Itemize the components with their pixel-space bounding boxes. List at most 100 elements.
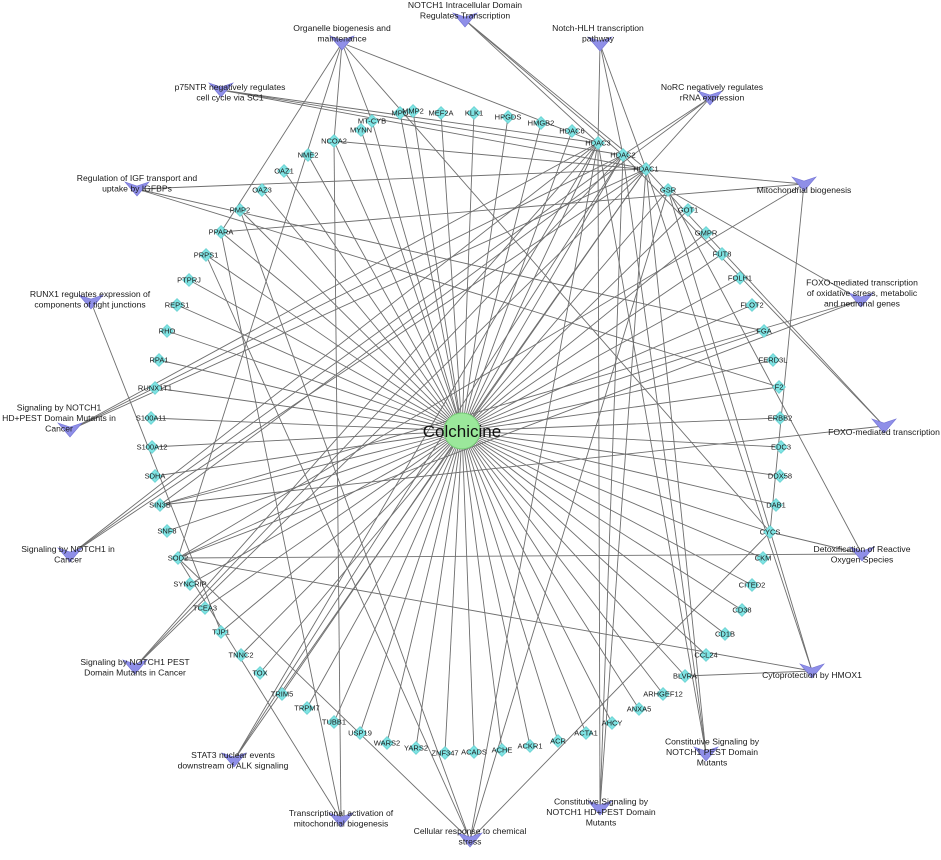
pathway-label: FOXO-mediated transcription (828, 427, 940, 437)
edge-center-cycs (461, 430, 771, 533)
gene-node-hdac3: HDAC3 (585, 136, 611, 150)
pathway-icon (587, 800, 613, 816)
gene-diamond (745, 578, 759, 592)
gene-label: RPA1 (149, 356, 168, 365)
gene-diamond (327, 715, 341, 729)
gene-label: HDAC6 (559, 127, 584, 136)
gene-node-sin3b: SIN3B (149, 498, 171, 512)
gene-diamond (661, 183, 675, 197)
gene-label: TUBB1 (322, 718, 346, 727)
gene-label: TOX (252, 669, 267, 678)
edge-hmox1-blvra (684, 670, 813, 677)
gene-label: PTPRJ (177, 276, 201, 285)
edge-organelle-mt-cyb (341, 42, 373, 122)
edge-center-f2 (461, 386, 780, 432)
edge-notch-hlh-hdac1 (599, 43, 647, 170)
gene-diamond (353, 726, 367, 740)
gene-node-ccl24: CCL24 (694, 648, 718, 662)
edge-center-tjp1 (220, 430, 463, 633)
gene-diamond (275, 687, 289, 701)
gene-node-ppara: PPARA (209, 225, 233, 239)
gene-diamond (354, 123, 368, 137)
edge-center-ddx58 (461, 430, 781, 477)
gene-node-yars2: YARS2 (404, 741, 428, 755)
gene-label: CITED2 (739, 581, 766, 590)
gene-node-runx1t1: RUNX1T1 (138, 381, 172, 395)
gene-diamond (756, 551, 770, 565)
edge-center-ncoa2 (333, 140, 463, 432)
edge-center-mef2a (440, 112, 463, 432)
edge-p75ntr-hdac2 (220, 89, 624, 156)
edge-center-blvra (461, 430, 686, 677)
edge-center-yars2 (415, 430, 463, 749)
gene-node-tcea3: TCEA3 (193, 601, 217, 615)
gene-label: MMP2 (402, 107, 424, 116)
gene-diamond (495, 743, 509, 757)
gene-label: TCEA3 (193, 604, 217, 613)
pathway-icon (452, 12, 478, 28)
gene-label: HDAC1 (633, 165, 658, 174)
pathway-node-mito-bio: Mitochondrial biogenesis (757, 176, 851, 195)
gene-diamond (171, 551, 185, 565)
gene-label: HPGDS (495, 113, 522, 122)
edge-center-flot2 (461, 304, 753, 432)
edge-center-tubb1 (333, 430, 463, 723)
edge-center-ackr1 (461, 430, 531, 747)
gene-label: RUNX1T1 (138, 384, 172, 393)
edge-organelle-sod2 (177, 42, 343, 559)
edge-trans-mito-ppara (220, 231, 342, 821)
pathway-icon (208, 82, 234, 98)
edge-center-prps1 (205, 254, 463, 432)
edge-notch1-pest-cancer-hdac2 (134, 154, 624, 668)
edge-notch1-hdpest-cancer-hdac1 (69, 168, 647, 431)
edge-center-runx1t1 (154, 387, 463, 432)
edge-const-pest-hdac2 (622, 154, 707, 755)
edge-center-acta1 (461, 430, 587, 734)
gene-diamond (699, 648, 713, 662)
edge-norc-hdac2 (622, 97, 711, 156)
pathway-node-trans-mito: Transcriptional activation ofmitochondri… (289, 808, 394, 829)
gene-node-hmgb2: HMGB2 (528, 116, 554, 130)
pathway-icon (221, 752, 247, 768)
edge-const-pest-hdac1 (645, 168, 707, 755)
gene-node-ddx58: DDX58 (768, 469, 792, 483)
gene-label: EDC3 (771, 443, 791, 452)
gene-label: FUT8 (713, 250, 732, 259)
gene-node-got1: GOT1 (678, 203, 698, 217)
gene-diamond (393, 106, 407, 120)
pathway-label: HD+PEST Domain Mutants in (2, 413, 116, 423)
pathway-label: Notch-HLH transcription (552, 23, 644, 33)
edge-hmox1-hdac1 (645, 168, 813, 672)
gene-node-rpa1: RPA1 (149, 353, 169, 367)
gene-diamond (591, 136, 605, 150)
gene-diamond (681, 203, 695, 217)
gene-diamond (735, 603, 749, 617)
edge-organelle-cycs (341, 42, 771, 533)
gene-diamond (327, 134, 341, 148)
gene-diamond (148, 469, 162, 483)
pathway-label: RUNX1 regulates expression of (30, 289, 151, 299)
pathway-label: of oxidative stress, metabolic (807, 288, 918, 298)
gene-label: ACR (550, 737, 566, 746)
edge-center-snf8 (166, 430, 463, 532)
edge-const-hdpest-hdac3 (597, 142, 601, 809)
pathway-label: p75NTR negatively regulates (175, 82, 286, 92)
gene-node-mt-cyb: MT-CYB (358, 114, 386, 128)
edge-center-cd1b (461, 430, 726, 635)
gene-diamond (467, 106, 481, 120)
gene-diamond (733, 271, 747, 285)
edge-chem-stress-cycs (469, 531, 771, 841)
edge-notch1-icd-hdac2 (464, 19, 624, 156)
gene-diamond (406, 104, 420, 118)
gene-label: MPO (391, 109, 408, 118)
gene-label: DAB1 (766, 501, 786, 510)
gene-diamond (255, 183, 269, 197)
gene-label: CCL24 (694, 651, 717, 660)
gene-label: CYCS (760, 528, 781, 537)
gene-node-acta1: ACTA1 (574, 726, 598, 740)
edge-foxo-ox-sin3b (159, 299, 862, 506)
edge-stat3-hdac1 (233, 168, 647, 761)
